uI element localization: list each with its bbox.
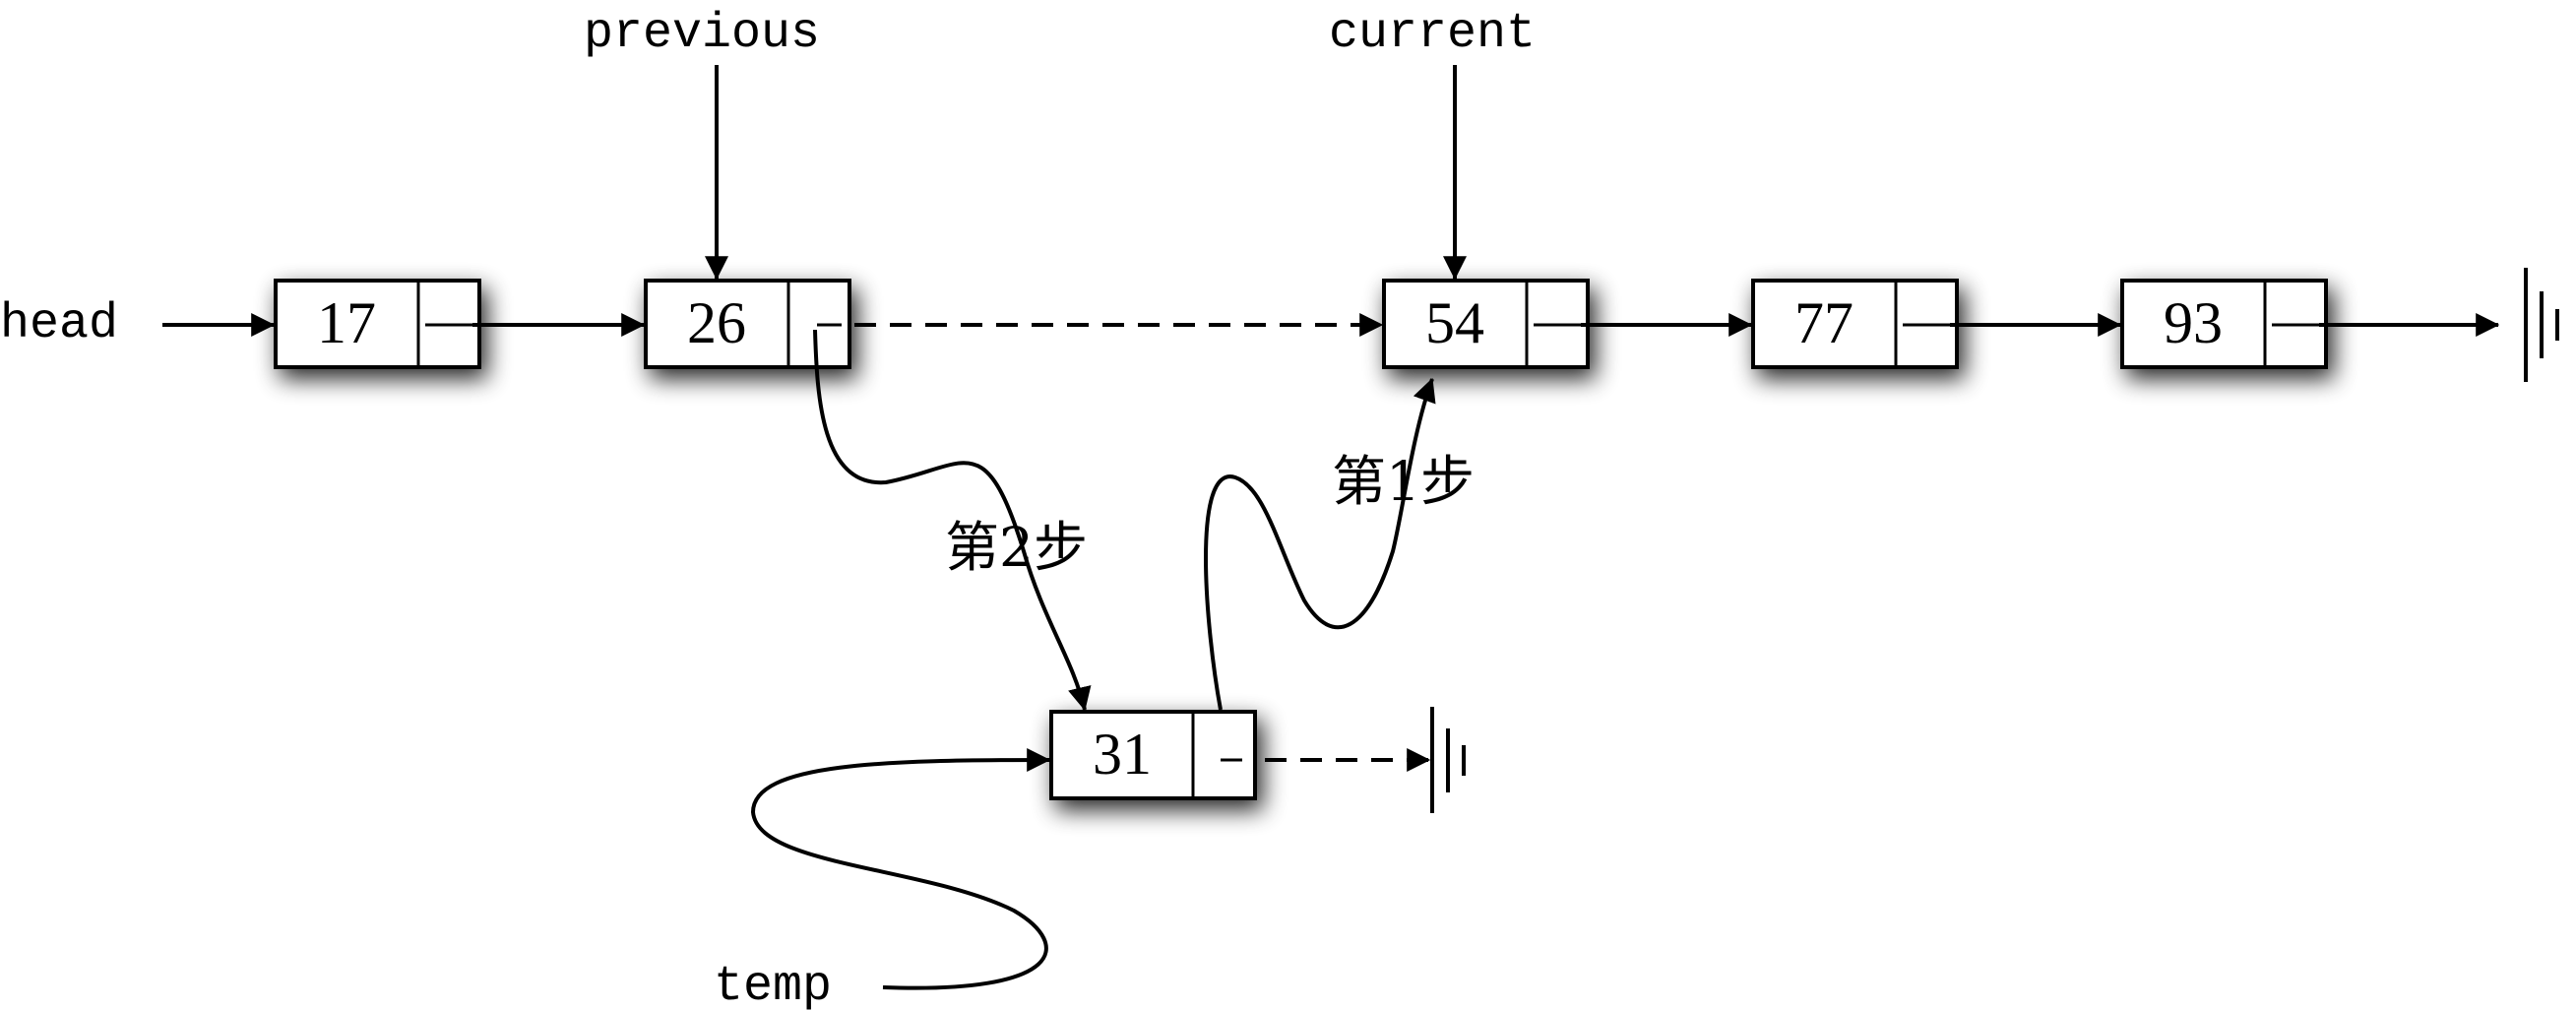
head-label: head (0, 296, 118, 352)
node-31-value: 31 (1093, 722, 1152, 787)
node-26-value: 26 (687, 290, 746, 355)
null-ground-icon (2524, 268, 2559, 382)
node-77-value: 77 (1794, 290, 1853, 355)
node-17-value: 17 (317, 290, 376, 355)
previous-label: previous (584, 6, 820, 62)
temp-null-ground-icon (1430, 707, 1466, 813)
temp-arrow (750, 748, 1051, 990)
node-54-value: 54 (1425, 290, 1484, 355)
node-31 (1049, 710, 1257, 800)
current-label: current (1329, 6, 1536, 62)
node-93-value: 93 (2164, 290, 2223, 355)
step-2-curve (813, 329, 1092, 712)
step-1-curve (1204, 377, 1436, 711)
temp-label: temp (714, 959, 832, 1010)
